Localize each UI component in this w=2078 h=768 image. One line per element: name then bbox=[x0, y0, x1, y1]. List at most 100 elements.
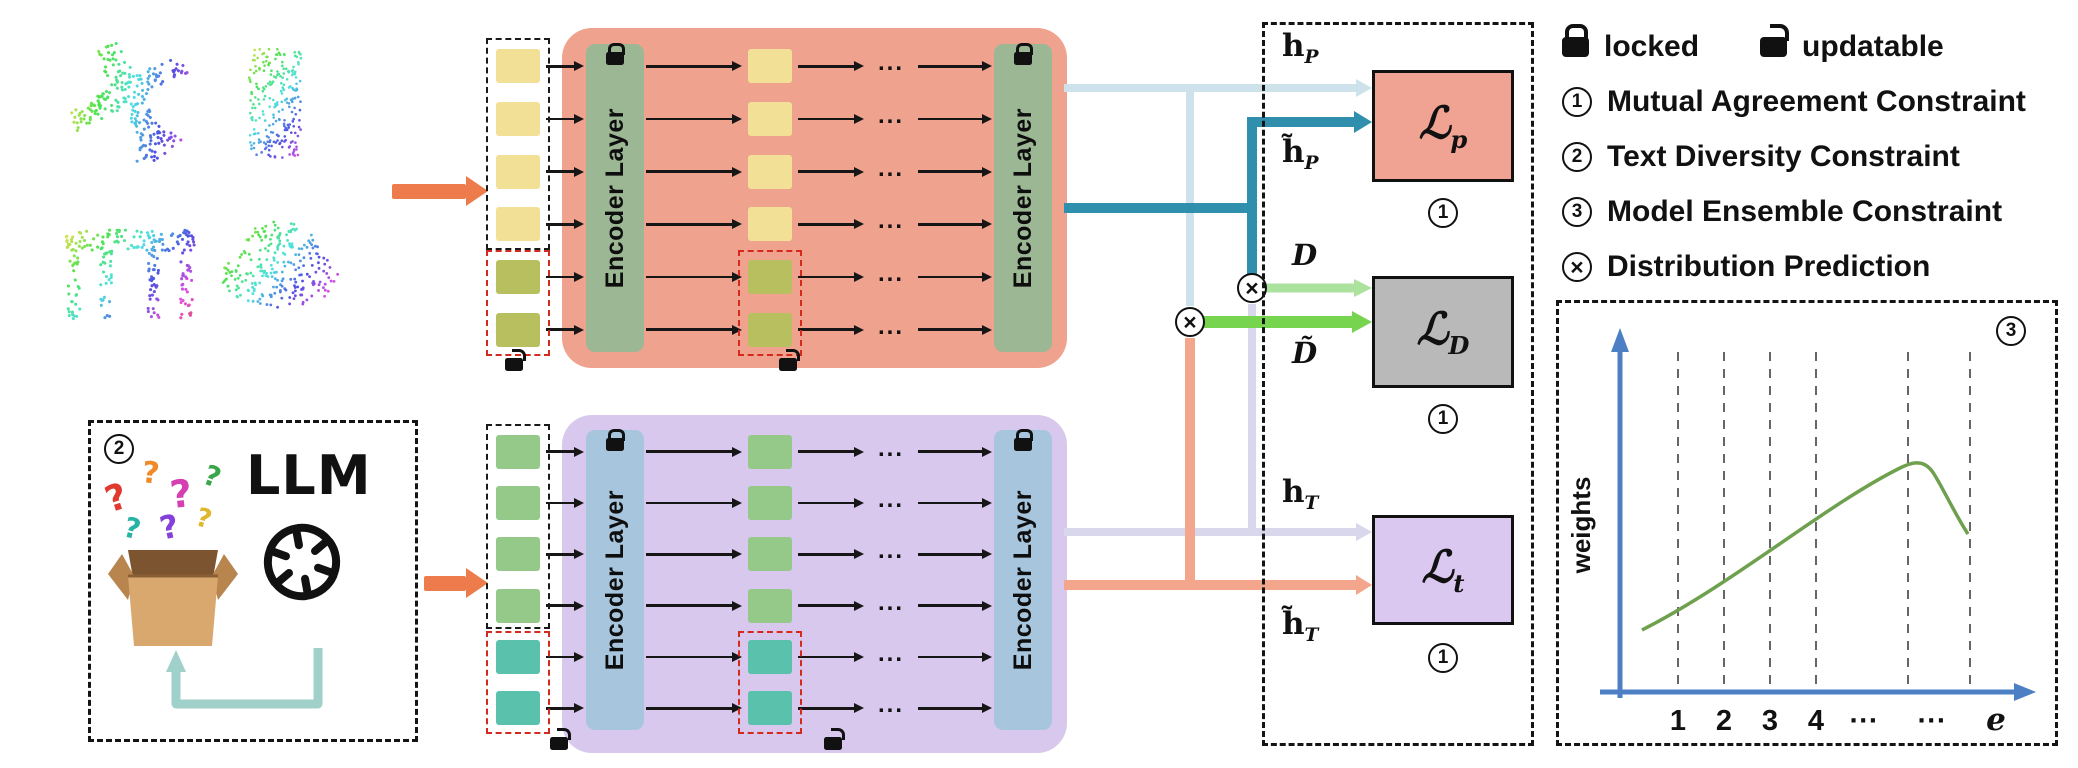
unlock-icon bbox=[779, 349, 801, 371]
arrow-icon bbox=[796, 430, 866, 473]
legend-item: 3 Model Ensemble Constraint bbox=[1562, 195, 2026, 229]
arrow-icon bbox=[544, 149, 586, 194]
arrow-icon bbox=[644, 307, 744, 352]
x-tick-label: e bbox=[1986, 702, 2006, 738]
circled-two-icon: 2 bbox=[1562, 142, 1592, 172]
arrow-icon bbox=[916, 149, 994, 194]
arrow-icon bbox=[796, 687, 866, 730]
input-arrow-icon bbox=[392, 176, 488, 206]
cardboard-box-icon bbox=[108, 550, 238, 646]
x-tick-label: 4 bbox=[1808, 705, 1824, 737]
text-token bbox=[748, 485, 792, 520]
point-encoder-grid: Encoder Layer Encoder Layer ... ... ... … bbox=[492, 43, 1052, 352]
arrow-icon bbox=[544, 44, 586, 89]
ellipsis: ... bbox=[877, 588, 904, 616]
prompt-token bbox=[748, 259, 792, 294]
arrow-icon bbox=[644, 533, 744, 576]
arrow-icon bbox=[796, 307, 866, 352]
legend-item-label: Model Ensemble Constraint bbox=[1607, 195, 2003, 228]
y-axis-arrow bbox=[1611, 328, 1629, 352]
arrow-icon bbox=[644, 149, 744, 194]
arrow-icon bbox=[916, 687, 994, 730]
lt-label: ℒt bbox=[1421, 542, 1465, 598]
arrow-icon bbox=[916, 44, 994, 89]
car-point-cloud bbox=[212, 196, 347, 324]
hP-label: hP bbox=[1282, 28, 1319, 69]
arrow-icon bbox=[916, 635, 994, 678]
arrow-icon bbox=[544, 481, 586, 524]
x-tick-label: 2 bbox=[1716, 705, 1732, 737]
arrow-icon bbox=[916, 97, 994, 142]
point-token bbox=[496, 207, 540, 242]
ellipsis: ... bbox=[877, 207, 904, 235]
point-token bbox=[496, 154, 540, 189]
weights-epoch-plot: weights 1 2 3 4 ··· ··· e bbox=[1566, 328, 2036, 738]
hT-label: hT bbox=[1282, 474, 1319, 515]
hP-tilde-label: h̃P bbox=[1282, 134, 1319, 175]
text-encoder-layer-1: Encoder Layer bbox=[586, 429, 644, 730]
openai-logo-icon bbox=[263, 523, 341, 601]
unlock-icon bbox=[505, 349, 526, 371]
unlock-icon bbox=[824, 728, 846, 750]
lock-icon bbox=[1014, 43, 1033, 65]
circled-three-icon: 3 bbox=[1562, 197, 1592, 227]
ellipsis: ... bbox=[877, 49, 904, 77]
arrow-icon bbox=[544, 255, 586, 300]
prompt-token bbox=[496, 259, 540, 294]
updatable-tokens-outline bbox=[486, 631, 550, 734]
prompt-token bbox=[748, 639, 792, 674]
encoder-layer-label: Encoder Layer bbox=[600, 489, 629, 671]
x-tick-label: ··· bbox=[1918, 705, 1947, 737]
arrow-icon bbox=[544, 307, 586, 352]
arrow-icon bbox=[916, 584, 994, 627]
arrow-icon bbox=[644, 584, 744, 627]
locked-label: locked bbox=[1604, 30, 1700, 63]
legend-item-label: Mutual Agreement Constraint bbox=[1607, 85, 2026, 118]
point-token bbox=[496, 101, 540, 136]
legend-item: ×Distribution Prediction bbox=[1562, 250, 2026, 284]
arrow-icon bbox=[644, 687, 744, 730]
text-token bbox=[496, 537, 540, 572]
arrow-icon bbox=[644, 97, 744, 142]
arrow-icon bbox=[796, 255, 866, 300]
arrow-icon bbox=[644, 255, 744, 300]
llm-box bbox=[88, 420, 418, 742]
question-box: ? ? ? ? ? ? ? bbox=[98, 450, 248, 650]
lock-icon bbox=[606, 43, 625, 65]
arrow-icon bbox=[916, 202, 994, 247]
arrow-icon bbox=[644, 44, 744, 89]
input-arrow-icon bbox=[424, 568, 488, 598]
hT-tilde-label: h̃T bbox=[1282, 606, 1319, 647]
ensemble-plot-box bbox=[1556, 300, 2058, 746]
circled-three-badge: 3 bbox=[1996, 316, 2026, 346]
arrow-icon bbox=[544, 430, 586, 473]
arrow-icon bbox=[644, 481, 744, 524]
point-token bbox=[748, 154, 792, 189]
legend: locked updatable 1 Mutual Agreement Const… bbox=[1562, 24, 2026, 284]
text-token bbox=[748, 588, 792, 623]
pillar-point-cloud bbox=[216, 26, 334, 181]
prompt-token bbox=[496, 691, 540, 726]
legend-item-label: Distribution Prediction bbox=[1607, 250, 1931, 283]
point-encoder-layer-1: Encoder Layer bbox=[586, 43, 644, 352]
circled-one-icon: 1 bbox=[1562, 87, 1592, 117]
circled-one-badge: 1 bbox=[1428, 643, 1458, 673]
x-tick-label: 3 bbox=[1762, 705, 1778, 737]
table-point-cloud bbox=[55, 188, 205, 328]
x-axis-arrow bbox=[2014, 683, 2036, 701]
llm-title: LLM bbox=[246, 444, 372, 507]
question-mark: ? bbox=[140, 455, 162, 492]
arrow-icon bbox=[644, 430, 744, 473]
arrow-icon bbox=[544, 687, 586, 730]
ld-loss-box: ℒD bbox=[1372, 276, 1514, 388]
circled-one-badge: 1 bbox=[1428, 404, 1458, 434]
updatable-label: updatable bbox=[1802, 30, 1944, 63]
text-encoder-layer-2: Encoder Layer bbox=[994, 429, 1052, 730]
prompt-token bbox=[496, 312, 540, 347]
legend-item: 1 Mutual Agreement Constraint bbox=[1562, 85, 2026, 119]
lt-loss-box: ℒt bbox=[1372, 515, 1514, 625]
x-tick-label: 1 bbox=[1670, 705, 1686, 737]
text-token bbox=[496, 588, 540, 623]
x-tick-label: ··· bbox=[1850, 705, 1879, 737]
